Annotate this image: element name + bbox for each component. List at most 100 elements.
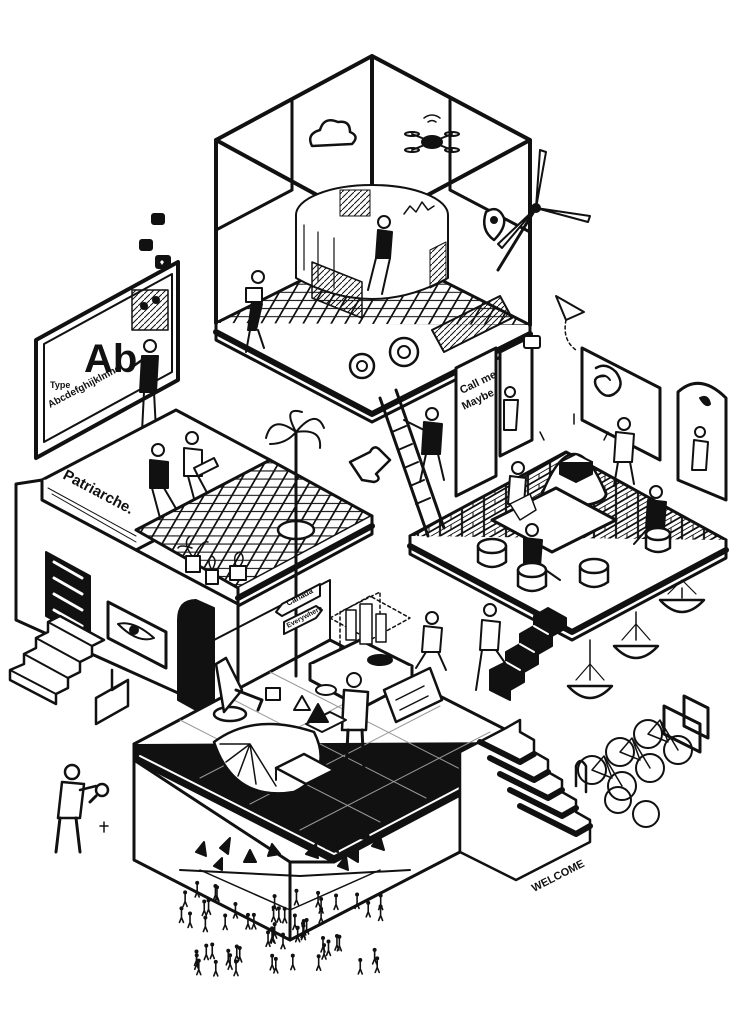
hanging-planters: [566, 579, 706, 700]
call-me-maybe-panel: Call me Maybe: [454, 346, 498, 498]
crowd-person: [280, 932, 286, 950]
city-model-platform: [308, 591, 414, 710]
crowd-person: [222, 913, 228, 931]
crowd: [178, 880, 384, 977]
crowd-person: [225, 948, 232, 966]
maze-artwork: [580, 346, 662, 462]
design-studio: Ab Type Abcdefghijklmno Patriarche.: [34, 213, 272, 552]
screen-glyph: Ab: [84, 337, 137, 381]
speech-bubble-icon: [523, 335, 541, 349]
drone-icon: [404, 114, 460, 153]
ladder: [378, 388, 446, 538]
crowd-person: [357, 957, 364, 975]
crowd-person: [201, 899, 208, 917]
person-at-screen: [126, 339, 159, 433]
crowd-person: [245, 912, 251, 930]
signpost: Canada Everywhere: [275, 580, 324, 678]
crowd-person: [377, 904, 384, 922]
crowd-person: [205, 898, 212, 916]
crowd-person: [371, 947, 378, 965]
crowd-person: [187, 911, 193, 929]
crowd-person: [182, 890, 188, 908]
crowd-person: [271, 894, 278, 911]
crowd-person: [289, 953, 296, 971]
crowd-person: [303, 917, 310, 935]
sign-canada: [275, 583, 321, 617]
wind-turbine-icon: [496, 149, 591, 272]
crowd-person: [212, 884, 219, 901]
crowd-person: [233, 944, 240, 962]
solar-panel: [431, 295, 513, 353]
left-stairs: [8, 614, 106, 706]
sign-everywhere: [283, 605, 323, 635]
crowd-person: [273, 956, 279, 974]
crowd-person: [202, 915, 209, 933]
crowd-person: [178, 906, 185, 924]
crowd-person: [293, 888, 300, 906]
speech-bubble-icon: [139, 213, 171, 269]
crowd-person: [281, 906, 288, 924]
crowd-person: [334, 934, 340, 951]
crowd-person: [209, 942, 216, 960]
potted-plants: [177, 535, 247, 585]
chair: [94, 668, 130, 726]
pyramid: [307, 703, 329, 723]
pyramid: [293, 695, 311, 711]
crowd-person: [292, 913, 298, 931]
eye-icon: [106, 600, 168, 670]
welcome-stairs: WELCOME: [458, 718, 593, 895]
crowd-person: [321, 943, 327, 960]
running-person: [475, 603, 511, 691]
top-room-frame: [214, 54, 532, 327]
lower-floor: [132, 579, 532, 864]
typography-screen: Ab Type Abcdefghijklmno: [34, 260, 180, 460]
benches: [274, 711, 347, 797]
crowd-person: [271, 922, 278, 939]
crowd-person: [318, 906, 324, 924]
mid-stairs: [489, 607, 567, 701]
left-block: [8, 410, 375, 726]
control-console: [382, 666, 444, 724]
crowd-person: [233, 959, 239, 977]
crowd-person: [195, 958, 202, 976]
vr-person: [367, 215, 393, 295]
map-pin-icon: [483, 207, 506, 242]
magnifier-icon: [88, 782, 110, 804]
people-at-table: [507, 461, 667, 581]
stools: [476, 526, 672, 593]
robot-arm: [212, 656, 264, 723]
person-at-wall: [613, 417, 635, 487]
person-at-model: [415, 611, 447, 671]
crowd-person: [194, 880, 200, 898]
paper-plane-icon: [555, 295, 585, 351]
crowd-person: [315, 890, 321, 908]
crowd-person: [333, 893, 339, 911]
cloud-icon: [309, 119, 357, 148]
person-in-doorway: [503, 386, 519, 431]
crowd-person: [251, 912, 257, 930]
gear-icon: [348, 336, 420, 380]
crowd-person: [276, 906, 282, 924]
person-on-ladder: [403, 407, 445, 483]
bicycle-icon: [574, 694, 710, 828]
crowd-person: [315, 954, 322, 971]
person-with-magnifier: [54, 763, 110, 854]
right-room: Call me Maybe: [378, 295, 729, 700]
crowd-person: [269, 953, 275, 971]
crowd-person: [354, 892, 360, 910]
crowd-person: [212, 959, 219, 977]
circular-display: [295, 184, 449, 319]
crowd-person: [300, 923, 307, 941]
crowd-person: [365, 900, 372, 918]
crowd-person: [232, 901, 239, 919]
arched-window: [676, 381, 728, 502]
crowd-person: [269, 926, 275, 944]
puzzle-piece-icon: [348, 446, 392, 484]
crowd-person: [265, 930, 271, 948]
crowd-person: [325, 939, 332, 957]
person-carrying-box: [245, 270, 265, 353]
screen-type-label: Type: [50, 380, 70, 390]
heart-icon: [160, 260, 164, 265]
standing-person: [340, 672, 370, 774]
